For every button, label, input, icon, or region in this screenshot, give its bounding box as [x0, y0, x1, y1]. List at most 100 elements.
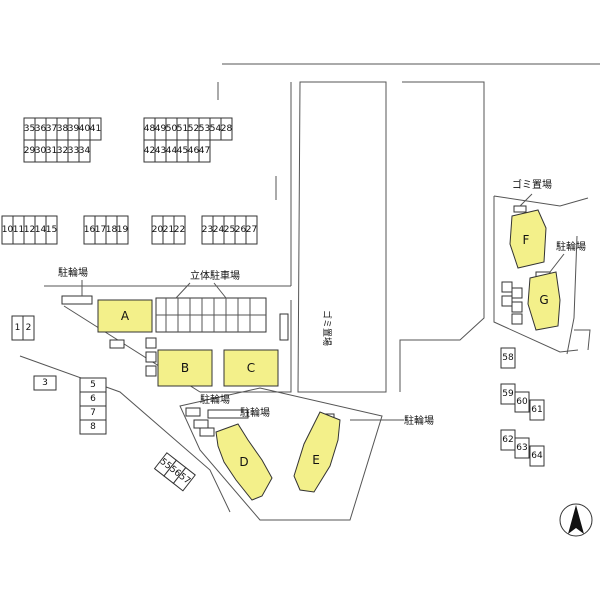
- parking-space-63: 63: [514, 437, 530, 459]
- parking-space-57: 57: [172, 466, 196, 492]
- parking-space-21: 21: [162, 215, 175, 245]
- svg-text:47: 47: [199, 146, 210, 156]
- svg-text:26: 26: [235, 225, 247, 235]
- bicycle-parking-label-top-left: 駐輪場: [58, 266, 88, 279]
- parking-space-46: 46: [187, 139, 200, 163]
- svg-text:52: 52: [188, 124, 199, 134]
- parking-space-53: 53: [198, 117, 211, 141]
- parking-space-51: 51: [176, 117, 189, 141]
- parking-space-62: 62: [500, 429, 516, 451]
- parking-space-11: 11: [12, 215, 25, 245]
- parking-space-40: 40: [78, 117, 91, 141]
- svg-text:23: 23: [202, 225, 213, 235]
- parking-space-1: 1: [11, 315, 24, 341]
- parking-space-36: 36: [34, 117, 47, 141]
- svg-text:8: 8: [90, 422, 96, 432]
- parking-space-35: 35: [23, 117, 36, 141]
- svg-text:19: 19: [117, 225, 129, 235]
- garbage-area-label-right: ゴミ置場: [512, 178, 552, 191]
- svg-text:27: 27: [246, 225, 257, 235]
- svg-text:31: 31: [46, 146, 57, 156]
- parking-space-31: 31: [45, 139, 58, 163]
- svg-text:63: 63: [516, 443, 527, 453]
- svg-text:46: 46: [188, 146, 200, 156]
- building-c: C: [223, 349, 279, 387]
- bicycle-parking-label-right: 駐輪場: [404, 414, 434, 427]
- svg-text:49: 49: [155, 124, 167, 134]
- parking-space-22: 22: [173, 215, 186, 245]
- svg-text:16: 16: [84, 225, 96, 235]
- garbage-area-label-vertical: ゴミ置場: [321, 310, 333, 346]
- svg-text:A: A: [121, 309, 130, 323]
- svg-text:B: B: [181, 361, 189, 375]
- bicycle-parking-label-lower: 駐輪場: [240, 406, 270, 419]
- parking-space-47: 47: [198, 139, 211, 163]
- parking-space-42: 42: [143, 139, 156, 163]
- parking-space-44: 44: [165, 139, 178, 163]
- parking-space-60: 60: [514, 391, 530, 413]
- parking-space-48: 48: [143, 117, 156, 141]
- svg-text:10: 10: [2, 225, 14, 235]
- building-f: F: [509, 209, 547, 269]
- parking-space-58: 58: [500, 347, 516, 369]
- svg-text:12: 12: [24, 225, 35, 235]
- svg-text:34: 34: [79, 146, 91, 156]
- parking-space-34: 34: [78, 139, 91, 163]
- svg-text:11: 11: [13, 225, 24, 235]
- parking-space-43: 43: [154, 139, 167, 163]
- building-d: D: [215, 423, 273, 501]
- svg-text:61: 61: [531, 405, 542, 415]
- svg-text:50: 50: [166, 124, 178, 134]
- building-a: A: [97, 299, 153, 333]
- multi-story-parking-label: 立体駐車場: [190, 269, 240, 282]
- svg-text:20: 20: [152, 225, 164, 235]
- parking-space-61: 61: [529, 399, 545, 421]
- svg-text:62: 62: [502, 435, 513, 445]
- svg-text:15: 15: [46, 225, 57, 235]
- parking-space-50: 50: [165, 117, 178, 141]
- callout-labels: 駐輪場 立体駐車場 駐輪場 駐輪場 駐輪場 ゴミ置場 駐輪場 ゴミ置場: [58, 178, 586, 427]
- parking-space-52: 52: [187, 117, 200, 141]
- multi-story-parking-grid: [156, 298, 266, 332]
- svg-text:64: 64: [531, 451, 543, 461]
- parking-space-2: 2: [22, 315, 35, 341]
- parking-space-38: 38: [56, 117, 69, 141]
- parking-space-6: 6: [79, 391, 107, 407]
- parking-space-20: 20: [151, 215, 164, 245]
- parking-space-24: 24: [212, 215, 225, 245]
- svg-text:58: 58: [502, 353, 514, 363]
- svg-text:32: 32: [57, 146, 68, 156]
- parking-space-49: 49: [154, 117, 167, 141]
- building-b: B: [157, 349, 213, 387]
- svg-text:28: 28: [221, 124, 233, 134]
- svg-text:F: F: [523, 233, 530, 247]
- parking-space-12: 12: [23, 215, 36, 245]
- parking-space-32: 32: [56, 139, 69, 163]
- parking-space-30: 30: [34, 139, 47, 163]
- svg-text:1: 1: [15, 323, 21, 333]
- parking-space-33: 33: [67, 139, 80, 163]
- svg-text:37: 37: [46, 124, 57, 134]
- parking-space-16: 16: [83, 215, 96, 245]
- svg-text:48: 48: [144, 124, 156, 134]
- parking-space-41: 41: [89, 117, 102, 141]
- parking-space-8: 8: [79, 419, 107, 435]
- parking-space-5: 5: [79, 377, 107, 393]
- svg-text:6: 6: [90, 394, 96, 404]
- parking-space-19: 19: [116, 215, 129, 245]
- svg-text:24: 24: [213, 225, 225, 235]
- svg-text:59: 59: [502, 389, 514, 399]
- svg-text:36: 36: [35, 124, 47, 134]
- building-e: E: [293, 411, 341, 493]
- north-arrow-icon: [559, 503, 593, 537]
- svg-text:38: 38: [57, 124, 69, 134]
- svg-text:29: 29: [24, 146, 36, 156]
- svg-text:53: 53: [199, 124, 210, 134]
- parking-space-18: 18: [105, 215, 118, 245]
- svg-text:39: 39: [68, 124, 80, 134]
- svg-text:51: 51: [177, 124, 188, 134]
- parking-space-56: 56: [163, 459, 187, 485]
